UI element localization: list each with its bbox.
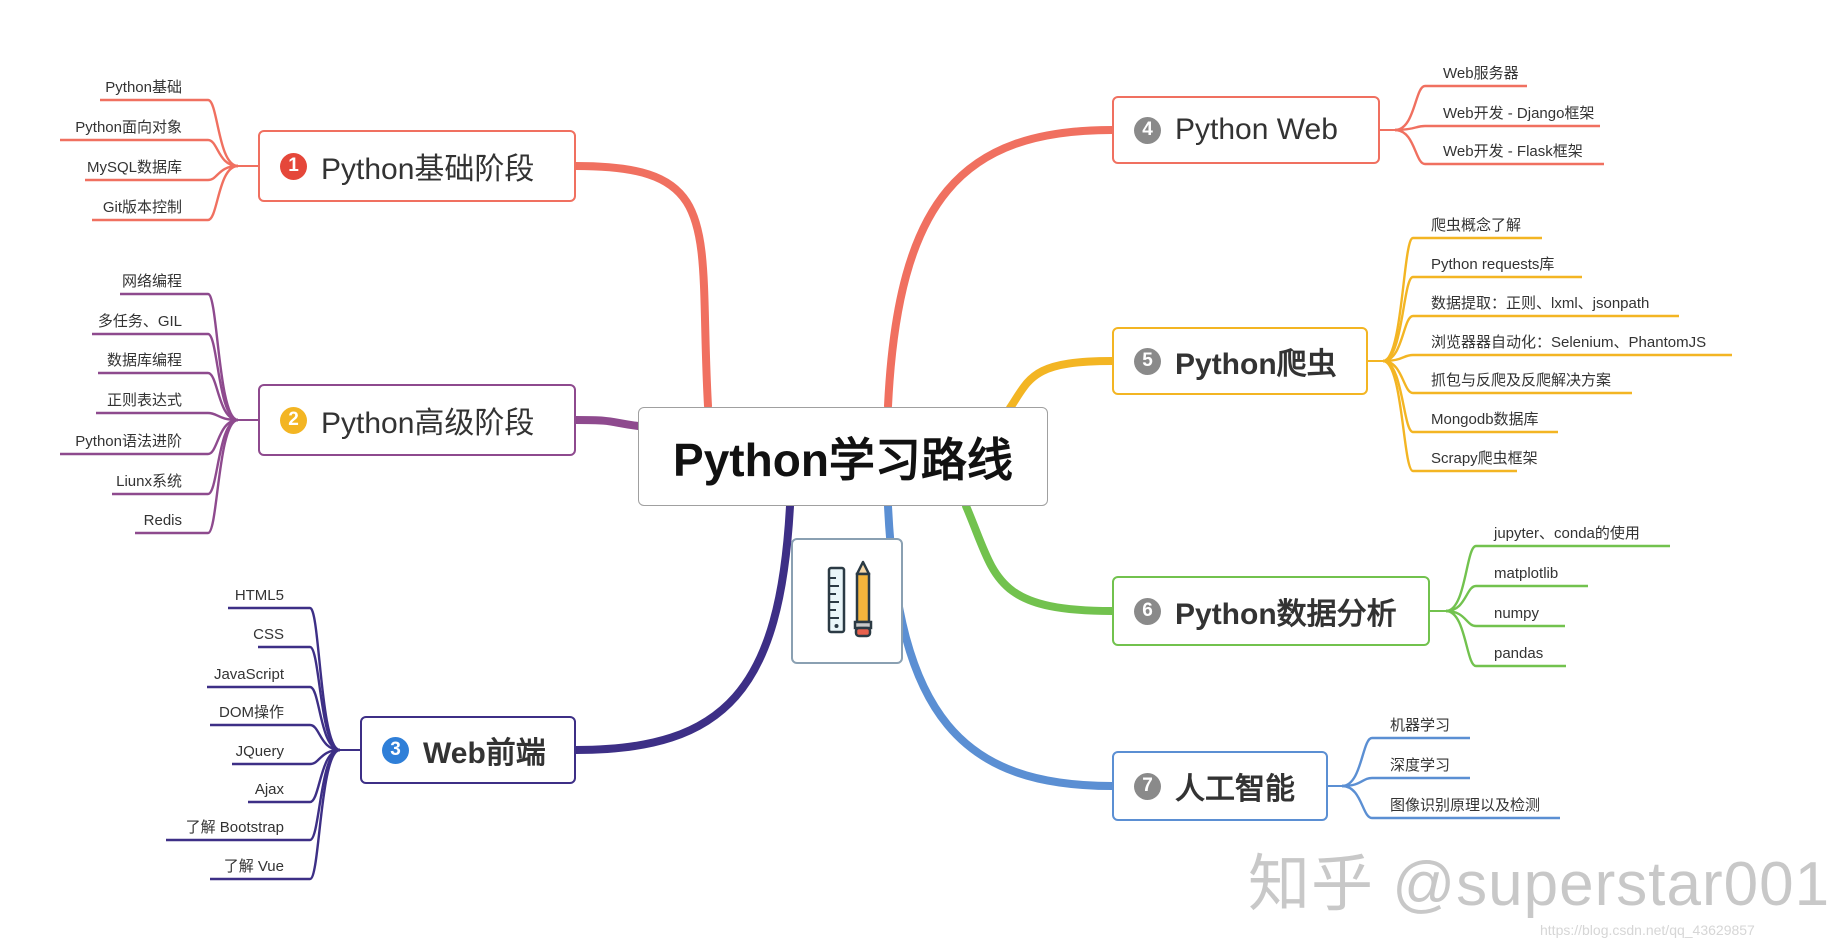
leaf-topic[interactable]: Ajax — [254, 781, 284, 798]
leaf-topic[interactable]: DOM操作 — [219, 704, 284, 721]
leaf-topic[interactable]: Python requests库 — [1431, 256, 1555, 273]
branch-topic-5[interactable]: 5 Python爬虫 — [1112, 327, 1368, 395]
branch-topic-2[interactable]: 2 Python高级阶段 — [258, 384, 576, 456]
leaf-connector — [1445, 584, 1588, 613]
leaf-connector — [210, 723, 341, 752]
central-topic-label: Python学习路线 — [673, 433, 1013, 486]
leaf-topic[interactable]: Redis — [143, 512, 182, 529]
leaf-topic[interactable]: 机器学习 — [1390, 717, 1451, 734]
leaf-connector — [1382, 359, 1517, 473]
leaf-connector — [1341, 776, 1470, 788]
leaf-connector — [1341, 736, 1470, 788]
leaf-topic[interactable]: Python语法进阶 — [75, 433, 182, 450]
leaf-connector — [1445, 609, 1566, 668]
branch-label: Python Web — [1175, 113, 1338, 146]
leaf-topic[interactable]: Mongodb数据库 — [1431, 411, 1539, 428]
leaf-connector — [258, 645, 341, 752]
watermark-url: https://blog.csdn.net/qq_43629857 — [1540, 922, 1755, 938]
branch-label: 人工智能 — [1175, 773, 1295, 806]
branch-topic-6[interactable]: 6 Python数据分析 — [1112, 576, 1430, 646]
leaf-topic[interactable]: jupyter、conda的使用 — [1494, 525, 1640, 542]
branch-label: Python基础阶段 — [321, 153, 535, 186]
pencil-icon — [853, 560, 873, 638]
leaf-connector — [1382, 314, 1679, 363]
leaf-topic[interactable]: Web开发 - Django框架 — [1443, 105, 1595, 122]
leaf-connector — [1445, 544, 1670, 613]
leaf-topic[interactable]: HTML5 — [234, 587, 284, 604]
branch-topic-1[interactable]: 1 Python基础阶段 — [258, 130, 576, 202]
leaf-connector — [1382, 275, 1582, 363]
branch-label: Python高级阶段 — [321, 407, 535, 440]
leaf-topic[interactable]: Scrapy爬虫框架 — [1431, 450, 1538, 467]
branch-connector-6 — [962, 502, 1116, 615]
leaf-topic[interactable]: JavaScript — [213, 666, 284, 683]
branch-number-badge: 5 — [1134, 347, 1161, 375]
branch-number-badge: 6 — [1134, 597, 1161, 625]
leaf-topic[interactable]: JQuery — [235, 743, 284, 760]
leaf-connector — [98, 371, 239, 422]
connector-layer — [60, 84, 1732, 881]
leaf-topic[interactable]: Liunx系统 — [116, 473, 182, 490]
branch-label: Python数据分析 — [1175, 598, 1397, 631]
leaf-topic[interactable]: pandas — [1494, 645, 1544, 662]
leaf-topic[interactable]: 网络编程 — [121, 273, 182, 290]
leaf-topic[interactable]: Git版本控制 — [102, 199, 182, 216]
branch-label: Python爬虫 — [1175, 348, 1337, 381]
leaf-connector — [135, 418, 239, 535]
tools-illustration — [791, 538, 903, 664]
leaf-connector — [1394, 84, 1527, 132]
leaf-topic[interactable]: Web开发 - Flask框架 — [1443, 143, 1583, 160]
leaf-connector — [92, 164, 239, 222]
leaf-topic[interactable]: 抓包与反爬及反爬解决方案 — [1431, 372, 1612, 389]
branch-label: Web前端 — [423, 737, 546, 770]
leaf-connector — [100, 98, 239, 168]
branch-number-badge: 1 — [280, 152, 307, 180]
leaf-topic[interactable]: 了解 Bootstrap — [185, 819, 284, 836]
leaf-topic[interactable]: Python面向对象 — [75, 119, 182, 136]
leaf-connector — [1341, 784, 1560, 820]
leaf-topic[interactable]: 多任务、GIL — [97, 313, 182, 330]
leaf-topic[interactable]: 深度学习 — [1390, 757, 1451, 774]
leaf-topic[interactable]: 数据库编程 — [106, 352, 182, 369]
leaf-connector — [207, 685, 341, 752]
leaf-connector — [96, 411, 239, 422]
leaf-connector — [120, 292, 239, 422]
branch-connector-3 — [572, 502, 794, 754]
leaf-topic[interactable]: Web服务器 — [1443, 65, 1519, 82]
leaf-connector — [1382, 236, 1542, 363]
ruler-icon — [827, 566, 846, 634]
leaf-topic[interactable]: MySQL数据库 — [86, 159, 182, 176]
branch-topic-4[interactable]: 4 Python Web — [1112, 96, 1380, 164]
branch-topic-3[interactable]: 3 Web前端 — [360, 716, 576, 784]
leaf-connector — [210, 748, 341, 881]
leaf-connector — [1394, 124, 1600, 132]
branch-number-badge: 2 — [280, 406, 307, 434]
branch-number-badge: 7 — [1134, 772, 1161, 800]
leaf-topic[interactable]: CSS — [253, 626, 284, 643]
branch-number-badge: 3 — [382, 736, 409, 764]
watermark: 知乎 @superstar001 — [1248, 850, 1830, 919]
leaf-topic[interactable]: numpy — [1494, 605, 1540, 622]
branch-connector-2 — [572, 416, 642, 430]
central-topic[interactable]: Python学习路线 — [638, 407, 1048, 506]
branch-connector-4 — [884, 126, 1116, 410]
leaf-topic[interactable]: 浏览器器自动化：Selenium、PhantomJS — [1431, 334, 1707, 351]
leaf-topic[interactable]: 正则表达式 — [106, 392, 182, 409]
leaf-topic[interactable]: 了解 Vue — [223, 858, 284, 875]
branch-topic-7[interactable]: 7 人工智能 — [1112, 751, 1328, 821]
branch-connector-7 — [884, 502, 1116, 790]
leaf-connector — [1394, 128, 1604, 166]
branch-connector-5 — [1006, 357, 1116, 412]
leaf-topic[interactable]: matplotlib — [1494, 565, 1559, 582]
branch-connector-1 — [572, 162, 712, 410]
leaf-connector — [60, 138, 239, 168]
leaf-connector — [92, 332, 239, 422]
branch-number-badge: 4 — [1134, 116, 1161, 144]
leaf-topic[interactable]: 爬虫概念了解 — [1431, 217, 1522, 234]
leaf-topic[interactable]: 数据提取：正则、lxml、jsonpath — [1431, 295, 1650, 312]
leaf-topic[interactable]: Python基础 — [105, 79, 182, 96]
leaf-connector — [1382, 353, 1732, 363]
leaf-topic[interactable]: 图像识别原理以及检测 — [1390, 797, 1541, 814]
